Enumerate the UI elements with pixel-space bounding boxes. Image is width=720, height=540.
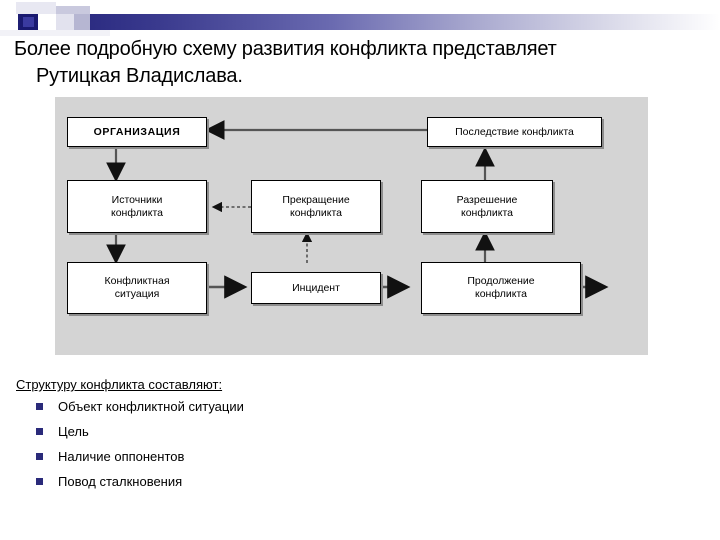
diagram-connectors	[106, 120, 609, 299]
node-istochniki-konflikta[interactable]: Источники конфликта	[67, 180, 207, 233]
slide-title: Более подробную схему развития конфликта…	[14, 36, 706, 90]
list-item: Повод сталкновения	[16, 469, 436, 494]
node-istochniki-line-1: Источники	[111, 193, 163, 206]
node-prodolzhenie-line-2: конфликта	[475, 288, 527, 300]
decor-square-navy-inner	[23, 17, 34, 27]
slide-title-line-1: Более подробную схему развития конфликта…	[14, 38, 557, 60]
node-organizaciya[interactable]: ОРГАНИЗАЦИЯ	[67, 117, 207, 147]
node-incident[interactable]: Инцидент	[251, 272, 381, 304]
bullet-square-icon	[36, 478, 43, 485]
decor-strip-mid	[74, 14, 90, 30]
structure-heading: Структуру конфликта составляют:	[16, 377, 223, 392]
node-prekrashchenie-line-2: конфликта	[290, 206, 342, 219]
header-gradient-bar	[0, 14, 720, 30]
bullet-square-icon	[36, 453, 43, 460]
node-razreshenie-konflikta[interactable]: Разрешение конфликта	[421, 180, 553, 233]
decor-bottom-fade	[0, 30, 110, 36]
node-razreshenie-line-2: конфликта	[461, 206, 513, 219]
node-incident-label: Инцидент	[292, 281, 340, 294]
decor-square-white	[0, 14, 18, 30]
list-item: Наличие оппонентов	[16, 444, 436, 469]
conflict-development-diagram: ОРГАНИЗАЦИЯ Последствие конфликта Источн…	[55, 97, 648, 355]
node-konfliktnaya-line-2: ситуация	[114, 288, 160, 300]
slide-title-line-2: Рутицкая Владислава.	[36, 65, 243, 87]
node-razreshenie-line-1: Разрешение	[456, 193, 518, 206]
header-decoration	[0, 0, 720, 36]
node-prekrashchenie-line-1: Прекращение	[282, 193, 350, 206]
node-konfliktnaya-line-1: Конфликтная	[104, 275, 170, 287]
node-istochniki-line-2: конфликта	[111, 206, 163, 219]
node-prodolzhenie-konflikta[interactable]: Продолжение конфликта	[421, 262, 581, 314]
list-item-label: Повод сталкновения	[58, 474, 183, 489]
list-item: Объект конфликтной ситуации	[16, 394, 436, 419]
node-konfliktnaya-situaciya[interactable]: Конфликтная ситуация	[67, 262, 207, 314]
list-item-label: Объект конфликтной ситуации	[58, 399, 244, 414]
structure-list: Объект конфликтной ситуации Цель Наличие…	[16, 394, 436, 494]
node-posledstvie-konflikta[interactable]: Последствие конфликта	[427, 117, 602, 147]
node-posledstvie-konflikta-label: Последствие конфликта	[455, 125, 574, 138]
decor-strip-light	[56, 14, 74, 30]
list-item: Цель	[16, 419, 436, 444]
node-organizaciya-label: ОРГАНИЗАЦИЯ	[93, 125, 181, 138]
decor-strip-white	[38, 14, 56, 30]
list-item-label: Наличие оппонентов	[58, 449, 185, 464]
bullet-square-icon	[36, 428, 43, 435]
list-item-label: Цель	[58, 424, 89, 439]
bullet-square-icon	[36, 403, 43, 410]
node-prodolzhenie-line-1: Продолжение	[467, 275, 535, 287]
node-prekrashchenie-konflikta[interactable]: Прекращение конфликта	[251, 180, 381, 233]
